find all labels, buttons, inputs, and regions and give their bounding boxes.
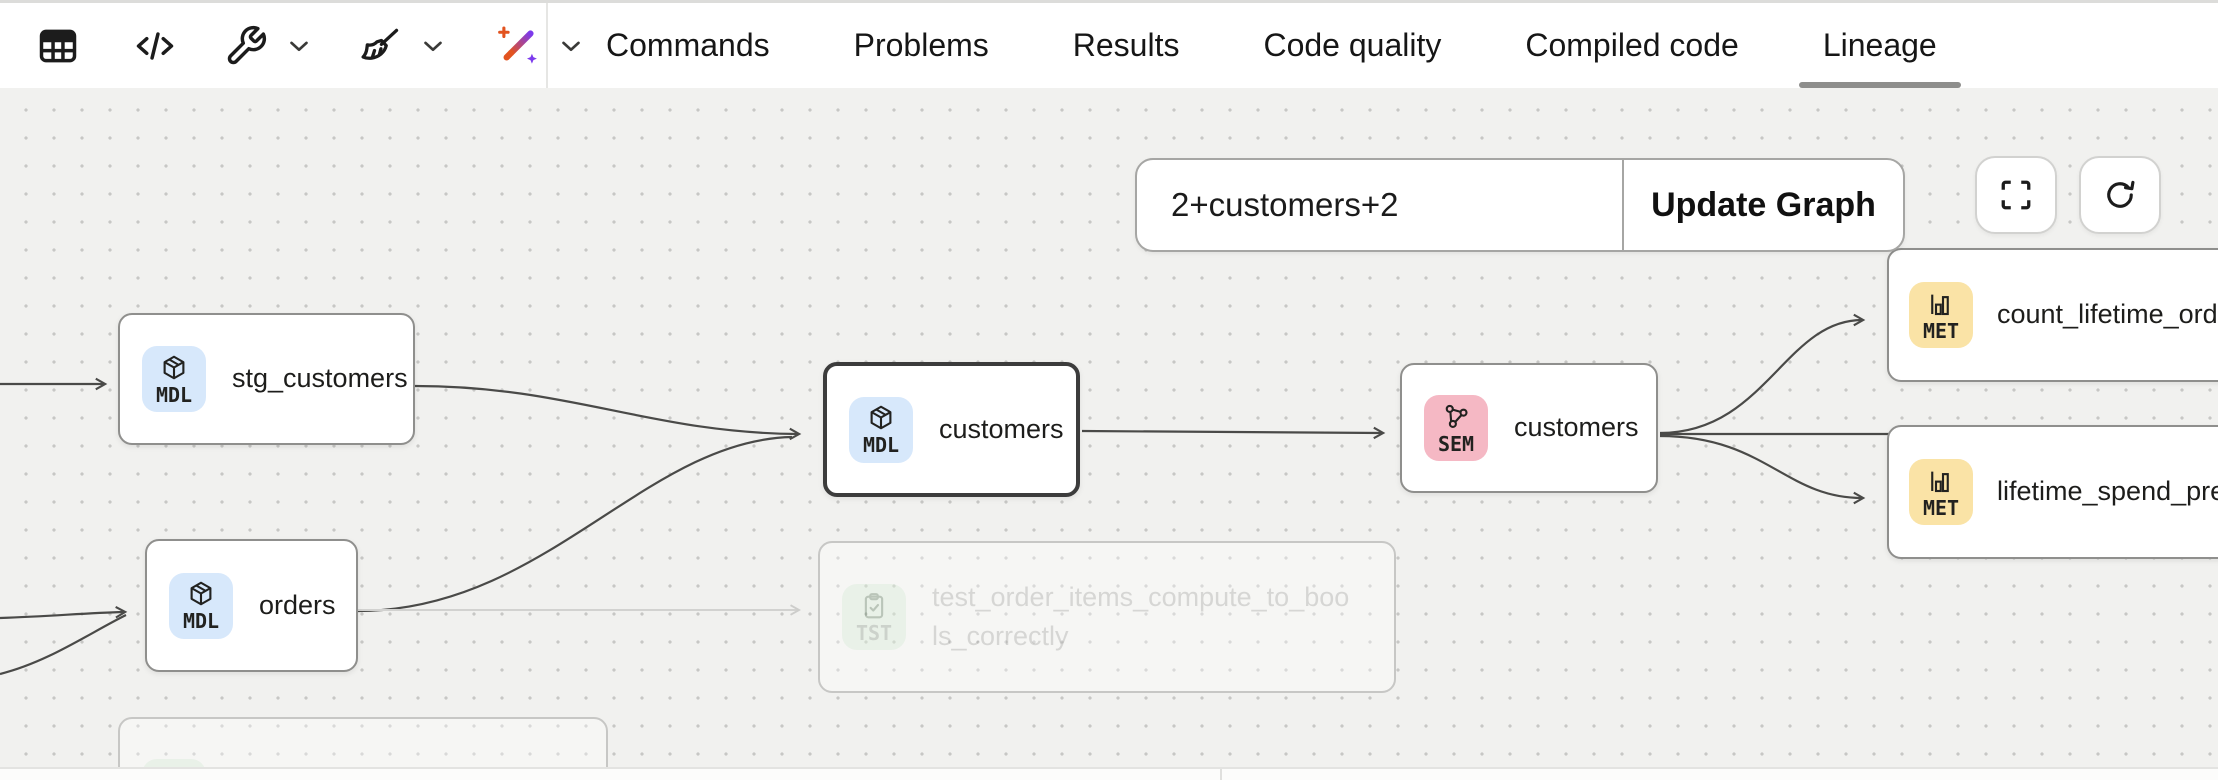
code-icon[interactable]: [132, 24, 178, 68]
tab-label: Problems: [853, 27, 989, 63]
node-test-order-items[interactable]: TST test_order_items_compute_to_bools_co…: [818, 541, 1396, 693]
magic-wand-icon[interactable]: [496, 24, 540, 68]
node-lifetime-spend-pretax[interactable]: MET lifetime_spend_pretax: [1887, 425, 2218, 559]
lineage-selector: Update Graph: [1135, 158, 1905, 252]
node-name: count_lifetime_orders: [1997, 299, 2218, 330]
tab-problems[interactable]: Problems: [854, 3, 989, 88]
model-badge: MDL: [142, 346, 206, 412]
tab-label: Code quality: [1263, 27, 1442, 63]
node-name: stg_customers: [232, 363, 408, 394]
node-name: lifetime_spend_pretax: [1997, 476, 2218, 507]
selector-divider: [1622, 160, 1624, 250]
tab-code-quality[interactable]: Code quality: [1263, 3, 1441, 88]
node-name: test_order_items_compute_to_bools_correc…: [932, 581, 1350, 651]
tab-label: Compiled code: [1525, 27, 1739, 63]
cube-icon: [190, 581, 212, 606]
tab-label: Commands: [606, 27, 770, 63]
fullscreen-icon: [2001, 180, 2031, 210]
node-name: customers: [939, 413, 1064, 444]
tab-lineage[interactable]: Lineage: [1798, 3, 1961, 88]
clipboard-check-icon: [864, 592, 884, 618]
bar-chart-icon: [1931, 471, 1949, 492]
metric-badge: MET: [1909, 282, 1973, 348]
toolbar-icon-area: [0, 3, 580, 88]
metric-badge: MET: [1909, 459, 1973, 525]
cube-icon: [163, 355, 185, 379]
fullscreen-button[interactable]: [1975, 156, 2057, 234]
tab-commands[interactable]: Commands: [606, 3, 770, 88]
bottom-strip-divider: [1220, 769, 1222, 780]
tab-compiled-code[interactable]: Compiled code: [1525, 3, 1738, 88]
node-name: orders: [259, 589, 336, 620]
selector-input[interactable]: [1137, 160, 1622, 250]
node-type-label: MET: [1922, 495, 1960, 520]
node-type-label: MDL: [862, 433, 900, 457]
test-badge: TST: [842, 584, 906, 650]
bottom-scroll-strip[interactable]: [0, 767, 2218, 780]
table-icon[interactable]: [36, 24, 80, 68]
editor-toolbar: Commands Problems Results Code quality C…: [0, 0, 2218, 88]
refresh-button[interactable]: [2079, 156, 2161, 234]
node-count-lifetime-orders[interactable]: MET count_lifetime_orders: [1887, 248, 2218, 382]
model-badge: MDL: [169, 572, 233, 639]
refresh-icon: [2107, 180, 2135, 208]
node-type-label: MDL: [182, 609, 220, 633]
broom-icon[interactable]: [358, 24, 402, 68]
chevron-down-icon[interactable]: [284, 31, 314, 61]
node-name: customers: [1514, 412, 1639, 443]
semantic-badge: SEM: [1424, 395, 1488, 461]
panel-tabs: Commands Problems Results Code quality C…: [606, 3, 1961, 88]
node-type-label: MET: [1922, 318, 1960, 343]
node-orders[interactable]: MDL orders: [145, 539, 358, 672]
semantic-graph-icon: [1445, 404, 1468, 428]
model-badge: MDL: [849, 396, 913, 463]
node-customers-model[interactable]: MDL customers: [823, 362, 1080, 497]
update-graph-button[interactable]: Update Graph: [1624, 160, 1903, 250]
node-type-label: TST: [855, 620, 893, 645]
cube-icon: [870, 405, 892, 430]
node-stg-customers[interactable]: MDL stg_customers: [118, 313, 415, 445]
chevron-down-icon[interactable]: [418, 31, 448, 61]
tab-label: Results: [1072, 27, 1180, 63]
node-type-label: SEM: [1437, 431, 1475, 456]
node-customers-semantic[interactable]: SEM customers: [1400, 363, 1658, 493]
chevron-down-icon[interactable]: [556, 31, 586, 61]
bar-chart-icon: [1931, 294, 1949, 315]
tab-results[interactable]: Results: [1073, 3, 1180, 88]
tab-label: Lineage: [1822, 27, 1937, 63]
node-type-label: MDL: [155, 382, 193, 407]
wrench-icon[interactable]: [224, 24, 268, 68]
